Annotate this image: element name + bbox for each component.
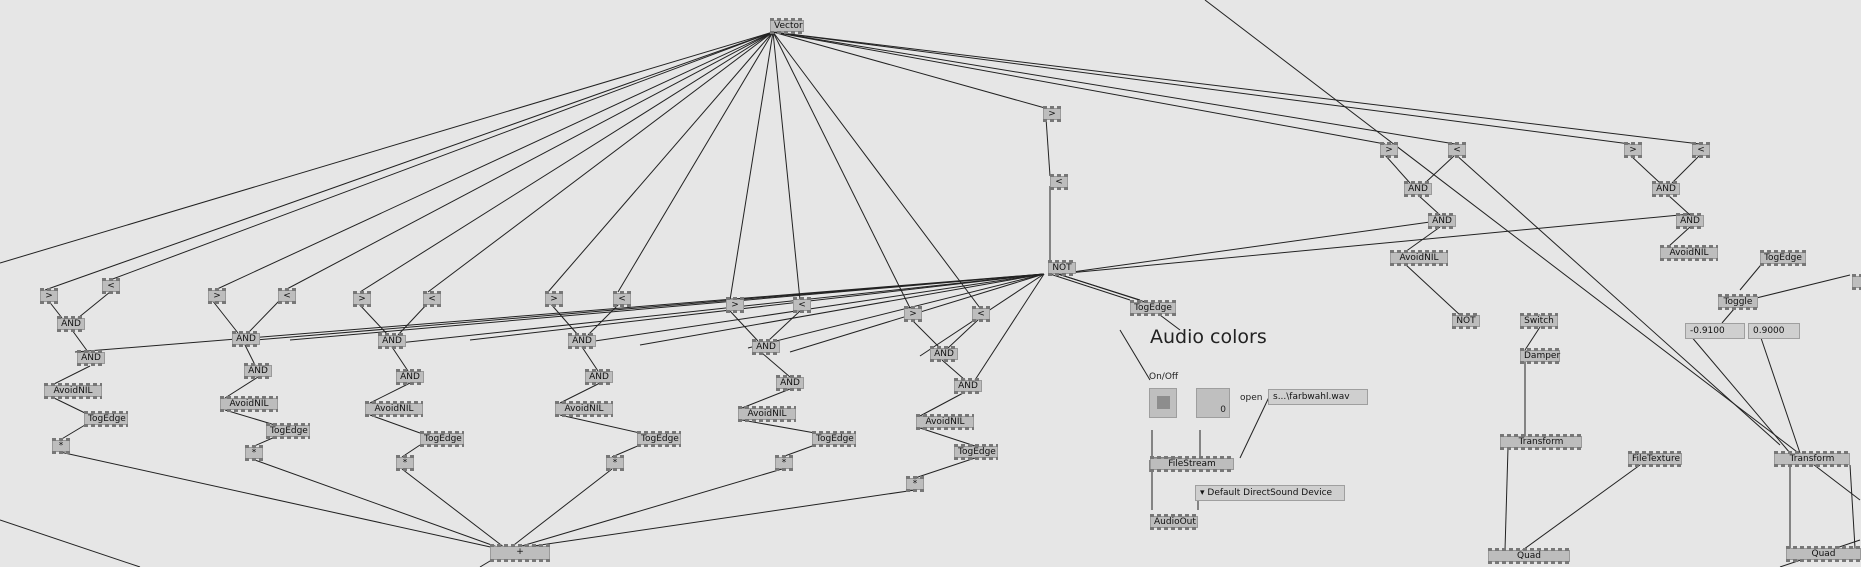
and-node[interactable]: AND <box>396 369 424 385</box>
avoidnil-node[interactable]: AvoidNIL <box>1660 245 1718 261</box>
and-node[interactable]: AND <box>752 339 780 355</box>
multiply-node[interactable]: * <box>906 476 924 492</box>
not-node[interactable]: NOT <box>1048 260 1076 276</box>
togedge-node[interactable]: TogEdge <box>266 423 310 439</box>
and-node[interactable]: AND <box>954 378 982 394</box>
zero-label: 0 <box>1220 405 1226 415</box>
togedge-node[interactable]: TogEdge <box>954 444 998 460</box>
compare-node[interactable]: > <box>904 306 922 322</box>
filestream-node[interactable]: FileStream <box>1150 456 1234 472</box>
avoidnil-node[interactable]: AvoidNIL <box>738 406 796 422</box>
open-label: open <box>1240 393 1263 403</box>
filetexture-node[interactable]: FileTexture <box>1628 451 1682 467</box>
onoff-label: On/Off <box>1149 372 1179 382</box>
quad-node[interactable]: Quad <box>1786 546 1861 562</box>
compare-node[interactable]: > <box>1043 106 1061 122</box>
device-label: Default DirectSound Device <box>1207 488 1333 498</box>
switch-node[interactable]: Switch <box>1520 313 1558 329</box>
vector-node[interactable]: Vector <box>770 18 804 34</box>
bang-box[interactable]: 0 <box>1196 388 1230 418</box>
avoidnil-node[interactable]: AvoidNIL <box>1390 250 1448 266</box>
compare-node[interactable]: > <box>726 297 744 313</box>
and-node[interactable]: AND <box>568 333 596 349</box>
audioout-node[interactable]: AudioOut <box>1150 514 1198 530</box>
and-node[interactable]: AND <box>378 333 406 349</box>
compare-node[interactable]: > <box>545 291 563 307</box>
compare-node[interactable]: < <box>972 306 990 322</box>
multiply-node[interactable]: * <box>52 438 70 454</box>
transform-node[interactable]: Transform <box>1774 451 1850 467</box>
and-node[interactable]: AND <box>232 331 260 347</box>
compare-node[interactable]: < <box>1448 142 1466 158</box>
avoidnil-node[interactable]: AvoidNIL <box>365 401 423 417</box>
plus-node[interactable]: + <box>490 544 550 562</box>
and-node[interactable]: AND <box>1676 213 1704 229</box>
avoidnil-node[interactable]: AvoidNIL <box>916 414 974 430</box>
compare-node[interactable]: < <box>423 291 441 307</box>
compare-node[interactable]: > <box>208 288 226 304</box>
togedge-node[interactable]: TogEdge <box>812 431 856 447</box>
multiply-node[interactable]: * <box>775 455 793 471</box>
avoidnil-node[interactable]: AvoidNIL <box>220 396 278 412</box>
and-node[interactable]: AND <box>1404 181 1432 197</box>
audio-colors-title: Audio colors <box>1150 326 1267 348</box>
toggle-indicator <box>1157 396 1170 409</box>
compare-node[interactable]: < <box>1050 174 1068 190</box>
and-node[interactable]: AND <box>776 375 804 391</box>
compare-node[interactable]: < <box>793 297 811 313</box>
partial-node[interactable] <box>1852 274 1861 290</box>
togedge-node[interactable]: TogEdge <box>637 431 681 447</box>
quad-node[interactable]: Quad <box>1488 548 1570 564</box>
compare-node[interactable]: > <box>40 288 58 304</box>
compare-node[interactable]: > <box>1380 142 1398 158</box>
transform-node[interactable]: Transform <box>1500 434 1582 450</box>
compare-node[interactable]: < <box>278 288 296 304</box>
and-node[interactable]: AND <box>1652 181 1680 197</box>
file-path-field[interactable]: s...\farbwahl.wav <box>1268 389 1368 405</box>
togedge-node[interactable]: TogEdge <box>420 431 464 447</box>
compare-node[interactable]: < <box>102 278 120 294</box>
not-node[interactable]: NOT <box>1452 313 1480 329</box>
toggle-node[interactable]: Toggle <box>1718 294 1758 310</box>
multiply-node[interactable]: * <box>606 455 624 471</box>
togedge-node[interactable]: TogEdge <box>1130 300 1176 316</box>
compare-node[interactable]: < <box>613 291 631 307</box>
device-select[interactable]: ▾ Default DirectSound Device <box>1195 485 1345 501</box>
value-pos[interactable]: 0.9000 <box>1748 323 1800 339</box>
and-node[interactable]: AND <box>1428 213 1456 229</box>
and-node[interactable]: AND <box>930 346 958 362</box>
compare-node[interactable]: > <box>1624 142 1642 158</box>
multiply-node[interactable]: * <box>396 455 414 471</box>
togedge-node[interactable]: TogEdge <box>1760 250 1806 266</box>
togedge-node[interactable]: TogEdge <box>84 411 128 427</box>
onoff-toggle[interactable] <box>1149 388 1177 418</box>
avoidnil-node[interactable]: AvoidNIL <box>44 383 102 399</box>
chevron-down-icon: ▾ <box>1200 488 1205 498</box>
and-node[interactable]: AND <box>585 369 613 385</box>
and-node[interactable]: AND <box>244 363 272 379</box>
value-neg[interactable]: -0.9100 <box>1685 323 1745 339</box>
compare-node[interactable]: > <box>353 291 371 307</box>
damper-node[interactable]: Damper <box>1520 348 1560 364</box>
and-node[interactable]: AND <box>77 350 105 366</box>
multiply-node[interactable]: * <box>245 445 263 461</box>
compare-node[interactable]: < <box>1692 142 1710 158</box>
avoidnil-node[interactable]: AvoidNIL <box>555 401 613 417</box>
and-node[interactable]: AND <box>57 316 85 332</box>
